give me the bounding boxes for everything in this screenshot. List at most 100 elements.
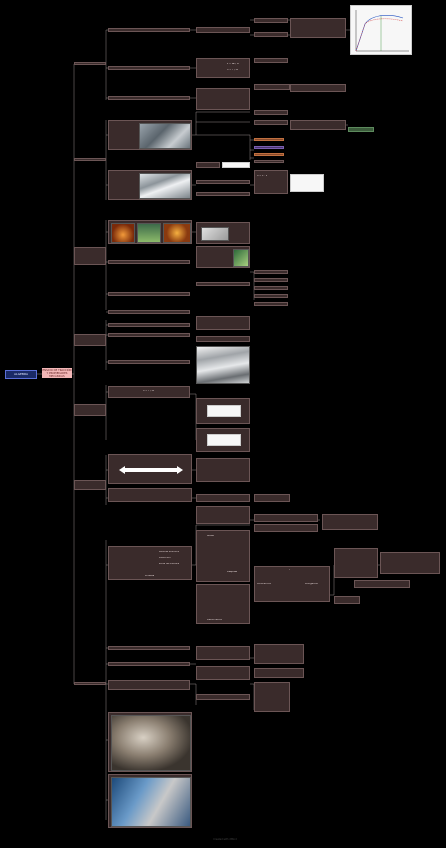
node-energy-a[interactable] [108,646,190,650]
branch-node-5[interactable] [74,404,106,416]
node-tension-fig[interactable] [196,398,250,424]
node-properties-a[interactable] [254,84,290,90]
node-curve-notes[interactable] [290,18,346,38]
node-foundry-d[interactable] [254,278,288,282]
node-specimen-eq[interactable] [108,488,192,502]
node-energy-f[interactable] [108,680,190,690]
node-specimen-c[interactable] [254,494,290,502]
node-bars-e[interactable] [196,336,250,342]
node-energy-g[interactable] [254,682,290,712]
node-tag-orange-1[interactable] [254,138,284,141]
node-energy-c[interactable] [108,662,190,666]
node-mill-highlight[interactable] [348,127,374,132]
stress-strain-curve [355,10,409,52]
node-force-fig[interactable]: F Contracción Elongación [254,566,330,602]
node-specimen-b[interactable] [196,494,250,502]
node-specimen[interactable] [108,454,192,484]
workshop-photo [111,777,191,827]
node-foundry-f[interactable] [254,294,288,298]
node-steel-production[interactable] [108,120,192,150]
node-stress[interactable] [108,66,190,70]
node-poisson-b[interactable] [354,580,410,588]
label-uniform: Pérdida uniforme [159,551,180,553]
node-properties-b[interactable] [290,84,346,92]
metal-blocks-photo [201,227,229,241]
node-definition-detail[interactable] [196,27,250,33]
label-necking: Estricción [159,557,171,559]
node-profiles-b[interactable] [196,180,250,184]
node-specimen-formula[interactable] [196,458,250,482]
node-energy-h[interactable] [196,694,250,700]
node-fracture-b[interactable] [254,514,318,522]
root-label: ALGEBRA [13,372,29,376]
branch-node-2[interactable] [74,158,106,161]
node-foundry[interactable] [108,220,192,244]
node-bars-c[interactable] [196,316,250,330]
node-poisson[interactable] [334,548,378,578]
node-elastic[interactable] [254,18,288,23]
node-stress-def[interactable]: σ = F / A₀ [108,386,190,398]
node-energy-d[interactable] [196,666,250,680]
node-properties[interactable] [108,96,190,100]
main-topic-node[interactable]: ENSAYO DE TRACCIÓN Y PROPIEDADES MECÁNIC… [42,368,72,378]
branch-node-1[interactable] [74,62,106,65]
branch-node-7[interactable] [74,682,106,685]
node-foundry-g[interactable] [254,302,288,306]
node-bars-f[interactable] [108,360,190,364]
node-tag-purple-1[interactable] [254,146,284,149]
node-profiles-note[interactable] [196,162,220,168]
node-bars-b[interactable] [108,323,190,327]
node-circuit[interactable] [196,246,250,268]
node-energy-e[interactable] [254,668,304,678]
label-before: Antes [207,535,214,537]
node-fracture-d[interactable] [254,524,318,532]
label-elongation: Elongación [305,583,319,585]
node-compression-fig[interactable] [196,428,250,452]
node-poisson-table[interactable] [380,552,440,574]
node-shear-fig[interactable]: Antes Después [196,530,250,582]
steel-profiles-photo [139,173,191,199]
node-bars-a[interactable] [108,310,190,314]
node-foundry-c[interactable] [254,270,288,274]
node-plastic[interactable] [254,32,288,37]
node-foundry-b[interactable] [108,260,190,264]
eq-hooke: σ = E · ε [257,175,268,177]
node-fracture-a[interactable] [196,506,250,524]
label-fracture: Zona de fractura [159,563,180,565]
node-steel-profiles[interactable] [108,170,192,200]
node-tag-orange-2[interactable] [254,153,284,156]
node-properties-table[interactable] [196,88,250,110]
tension-diagram [207,405,241,417]
node-mill-b[interactable] [254,120,288,125]
node-energy-table[interactable] [254,644,304,664]
node-necking[interactable]: Pérdida uniforme Estricción Zona de frac… [108,546,192,580]
node-energy-b[interactable] [196,646,250,660]
root-node[interactable]: ALGEBRA [5,370,37,379]
stress-strain-chart [350,5,412,55]
node-cone-photo[interactable] [108,712,192,772]
branch-node-3[interactable] [74,247,106,265]
node-blocks[interactable] [196,222,250,244]
foundry-photo-3 [163,223,191,243]
node-foundry-i[interactable] [196,282,250,286]
node-stress-formula[interactable]: ε = ΔL / L₀ σ = F / A₀ [196,58,250,78]
branch-node-4[interactable] [74,334,106,346]
node-fracture-c[interactable] [322,514,378,530]
node-poisson-c[interactable] [334,596,360,604]
node-stress-aux[interactable] [254,58,288,63]
node-mill-c[interactable] [290,120,346,130]
node-profiles-c[interactable] [196,192,250,196]
node-definition[interactable] [108,28,190,32]
node-foundry-h[interactable] [108,292,190,296]
node-tag-4[interactable] [254,160,284,163]
node-foundry-e[interactable] [254,286,288,290]
branch-node-6[interactable] [74,480,106,490]
node-profiles-formula[interactable]: σ = E · ε [254,170,288,194]
compression-diagram [207,434,241,446]
node-deformation-fig[interactable]: Deformación [196,584,250,624]
node-workshop-photo[interactable] [108,774,192,828]
node-bars-d[interactable] [108,333,190,337]
node-mill-a[interactable] [254,110,288,115]
